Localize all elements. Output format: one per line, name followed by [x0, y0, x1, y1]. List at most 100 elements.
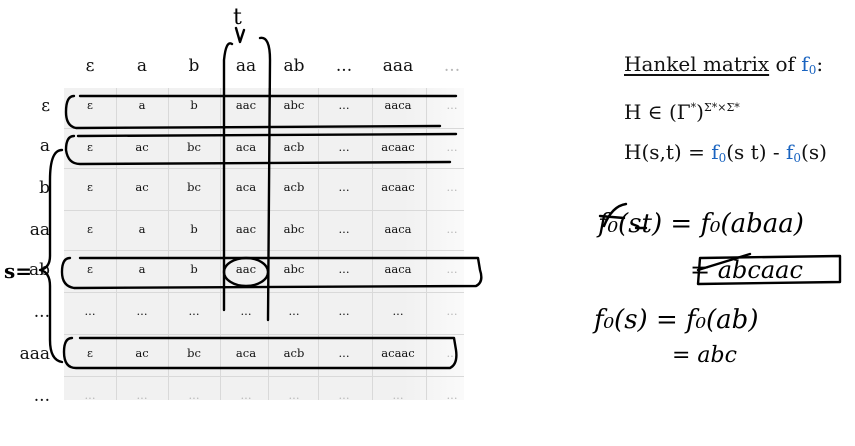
matrix-cell: ac: [135, 180, 149, 194]
matrix-cell: bc: [187, 346, 201, 360]
matrix-cell: aac: [235, 222, 257, 236]
eq2-sub2: 0: [793, 151, 802, 165]
t-arrow: [234, 26, 246, 44]
row-ab-highlight: [60, 256, 483, 290]
col-header: a: [136, 56, 148, 76]
title-hankel-matrix: Hankel matrix: [624, 52, 770, 76]
matrix-cell: b: [190, 98, 198, 112]
matrix-cell: ...: [338, 140, 350, 154]
row-epsilon-highlight: [64, 94, 458, 130]
row-header: ...: [33, 386, 50, 406]
col-header: aaa: [382, 56, 414, 76]
matrix-cell: bc: [187, 180, 201, 194]
matrix-cell: ...: [446, 304, 458, 318]
matrix-cell: acaac: [381, 346, 415, 360]
matrix-cell: ε: [87, 346, 93, 360]
matrix-cell: ...: [288, 388, 300, 402]
matrix-cell: aca: [235, 346, 257, 360]
cell-aac-circle: [222, 256, 270, 288]
matrix-cell: aac: [235, 98, 257, 112]
matrix-cell: ...: [338, 222, 350, 236]
matrix-cell: ...: [392, 388, 404, 402]
eq1-left: H ∈ (Γ: [624, 100, 691, 124]
hw-f0-st: [598, 202, 648, 230]
matrix-cell: ...: [446, 222, 458, 236]
matrix-cell: ...: [188, 304, 200, 318]
matrix-cell: ...: [84, 388, 96, 402]
matrix-cell: ε: [87, 262, 93, 276]
eq2-f2: f: [785, 140, 794, 164]
t-label: t: [233, 5, 242, 30]
eq1-sup: Σ*×Σ*: [703, 101, 740, 114]
matrix-cell: acb: [283, 140, 305, 154]
matrix-cell: ...: [240, 388, 252, 402]
row-header: ...: [33, 302, 50, 322]
eq2-f1: f: [711, 140, 719, 164]
matrix-cell: aaca: [384, 98, 412, 112]
grid-hline: [64, 210, 464, 211]
title-of: of: [769, 52, 802, 76]
matrix-cell: abc: [283, 262, 305, 276]
grid-hline: [64, 292, 464, 293]
column-aa-highlight: [222, 36, 272, 322]
grid-vline: [168, 88, 169, 400]
grid-vline: [426, 88, 427, 400]
matrix-cell: acaac: [381, 140, 415, 154]
eq2-sub1: 0: [718, 151, 727, 165]
matrix-cell: aac: [235, 262, 257, 276]
equation-h-type: H ∈ (Γ*)Σ*×Σ*: [624, 100, 740, 124]
matrix-cell: b: [190, 222, 198, 236]
title-f: f: [801, 52, 809, 76]
matrix-cell: ε: [87, 140, 93, 154]
matrix-cell: ...: [338, 346, 350, 360]
s-label: s=: [4, 259, 32, 283]
matrix-cell: abc: [283, 98, 305, 112]
grid-vline: [220, 88, 221, 400]
col-header: ...: [335, 56, 353, 76]
matrix-cell: ...: [446, 180, 458, 194]
matrix-cell: abc: [283, 222, 305, 236]
matrix-cell: ε: [87, 98, 93, 112]
strike-ab: [696, 252, 752, 272]
title-colon: :: [816, 52, 824, 76]
matrix-cell: ...: [338, 180, 350, 194]
col-header: ε: [85, 56, 95, 76]
matrix-cell: ...: [446, 346, 458, 360]
matrix-cell: aca: [235, 180, 257, 194]
matrix-cell: ...: [446, 140, 458, 154]
matrix-cell: ε: [87, 222, 93, 236]
row-a-highlight: [64, 132, 458, 166]
row-header: b: [39, 178, 50, 198]
row-header: a: [39, 136, 50, 156]
hw-line3: f₀(s) = f₀(ab): [592, 305, 758, 335]
grid-hline: [64, 250, 464, 251]
matrix-cell: aaca: [384, 262, 412, 276]
matrix-cell: ...: [446, 388, 458, 402]
matrix-cell: ε: [87, 180, 93, 194]
matrix-cell: a: [138, 222, 146, 236]
matrix-cell: ...: [136, 388, 148, 402]
matrix-cell: ...: [446, 98, 458, 112]
matrix-cell: ...: [446, 262, 458, 276]
matrix-cell: ...: [84, 304, 96, 318]
hw-line1: f₀(st) = f₀(abaa): [596, 209, 804, 239]
eq2-end: (s): [801, 140, 827, 164]
boxed-result: [696, 254, 842, 286]
row-header: aaa: [19, 344, 50, 364]
matrix-cell: a: [138, 98, 146, 112]
grid-hline: [64, 334, 464, 335]
matrix-cell: aaca: [384, 222, 412, 236]
matrix-cell: acb: [283, 180, 305, 194]
row-header: aa: [29, 220, 50, 240]
hw-line2: = abcaac: [690, 256, 803, 284]
row-header: ε: [41, 96, 50, 116]
grid-hline: [64, 168, 464, 169]
matrix-cell: ...: [188, 388, 200, 402]
eq2-mid: (s t) -: [726, 140, 786, 164]
matrix-cell: acaac: [381, 180, 415, 194]
hw-line4: = abc: [672, 343, 737, 368]
matrix-cell: bc: [187, 140, 201, 154]
matrix-cell: ...: [338, 304, 350, 318]
grid-vline: [372, 88, 373, 400]
